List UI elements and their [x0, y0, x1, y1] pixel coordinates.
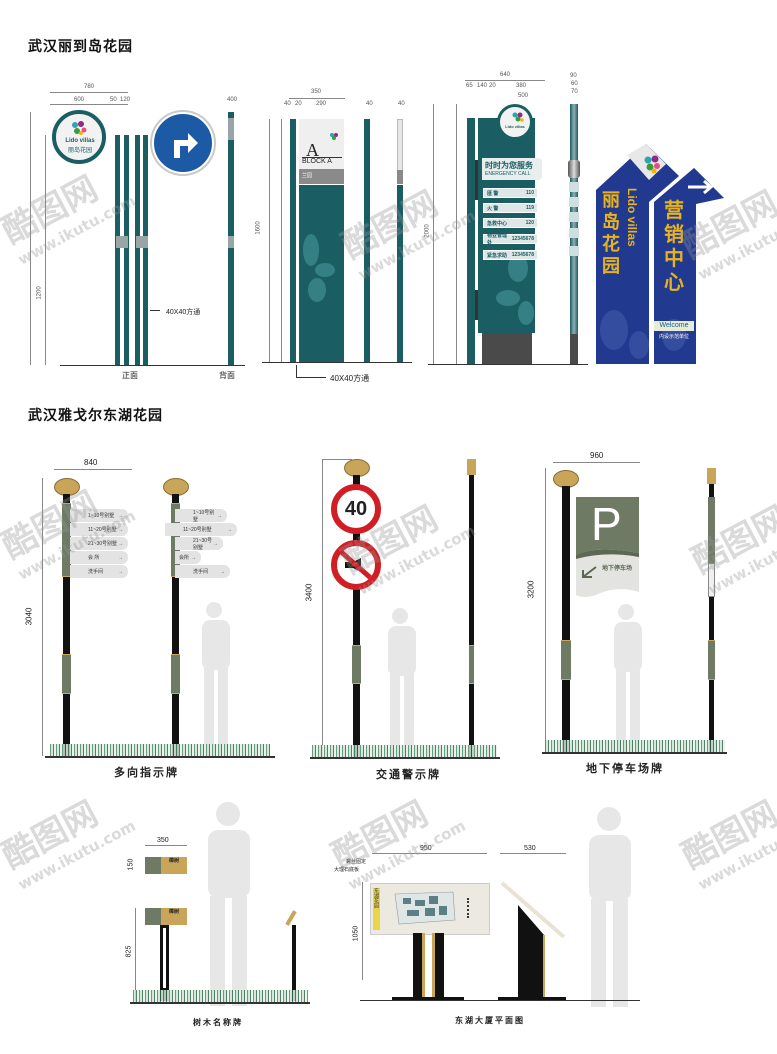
horn-icon: [337, 548, 375, 582]
arrow-right-icon: [688, 179, 714, 195]
direction-plate: 会 所→: [70, 551, 128, 564]
sales-center-title: 营销中心: [664, 198, 684, 294]
direction-plate: 21~30号别墅→: [175, 537, 223, 551]
lido-vertical-cn: 丽岛花园: [602, 190, 620, 277]
direction-plate: 1~10号别墅→: [70, 509, 128, 522]
emergency-header: 时时为您服务 ENERGENCY CALL: [482, 158, 542, 180]
tree-plate-mounted: 樟树: [145, 908, 187, 925]
turn-right-arrow-icon: [174, 133, 198, 158]
direction-plate: 21~30号别墅→: [70, 537, 128, 550]
direction-plate: 11~20号别墅→: [70, 523, 128, 536]
no-horn-sign: [331, 540, 381, 590]
person-silhouette: [589, 807, 631, 1007]
turn-right-sign: [152, 112, 214, 174]
pole-spec-label-2: 40X40方通: [330, 374, 370, 383]
lido-logo-disc-small: Lido villas: [497, 104, 533, 140]
floor-plan-board: 东湖花园: [370, 883, 490, 935]
logo-icon: [329, 127, 339, 140]
lido-logo-disc: Lido villas 丽岛花园: [52, 110, 106, 164]
person-silhouette: [614, 604, 642, 752]
direction-plate: 洗手间→: [70, 565, 128, 578]
arrow-down-left-icon: [582, 566, 597, 578]
callout-screw: 螺丝固定: [346, 859, 367, 865]
person-silhouette: [202, 602, 230, 756]
tree-plate: 樟树: [145, 857, 187, 874]
floor-plan-side-view: [498, 881, 566, 1001]
callout-marble: 大理石底板: [334, 867, 360, 873]
site-plan-map: [394, 891, 456, 925]
flower-logo-icon: [644, 155, 660, 174]
direction-plate: 11~20号别墅→: [165, 523, 237, 536]
view-front-label: 正面: [122, 371, 138, 380]
person-silhouette: [388, 608, 416, 756]
lido-vertical-en: Lido villas: [625, 188, 639, 247]
block-sign-lower-panel: [299, 185, 344, 362]
pole-spec-label: 40X40方通: [166, 309, 201, 316]
section-title-youngor: 武汉雅戈尔东湖花园: [28, 408, 163, 424]
direction-plate: 洗手间→: [175, 565, 230, 578]
block-sign-top-panel: A BLOCK A: [299, 119, 344, 169]
section-title-lido: 武汉丽到岛花园: [28, 39, 133, 55]
person-silhouette: [208, 802, 250, 1006]
welcome-badge: Welcome: [654, 321, 694, 331]
view-back-label: 背面: [219, 371, 235, 380]
direction-plate: 会所→: [175, 551, 201, 564]
direction-plate: 1~10号别墅→: [175, 509, 227, 523]
speed-limit-sign: 40: [331, 484, 381, 534]
flower-logo-icon: [512, 112, 524, 122]
parking-panel: P 地下停车场: [576, 497, 639, 597]
flower-logo-icon: [70, 120, 88, 136]
